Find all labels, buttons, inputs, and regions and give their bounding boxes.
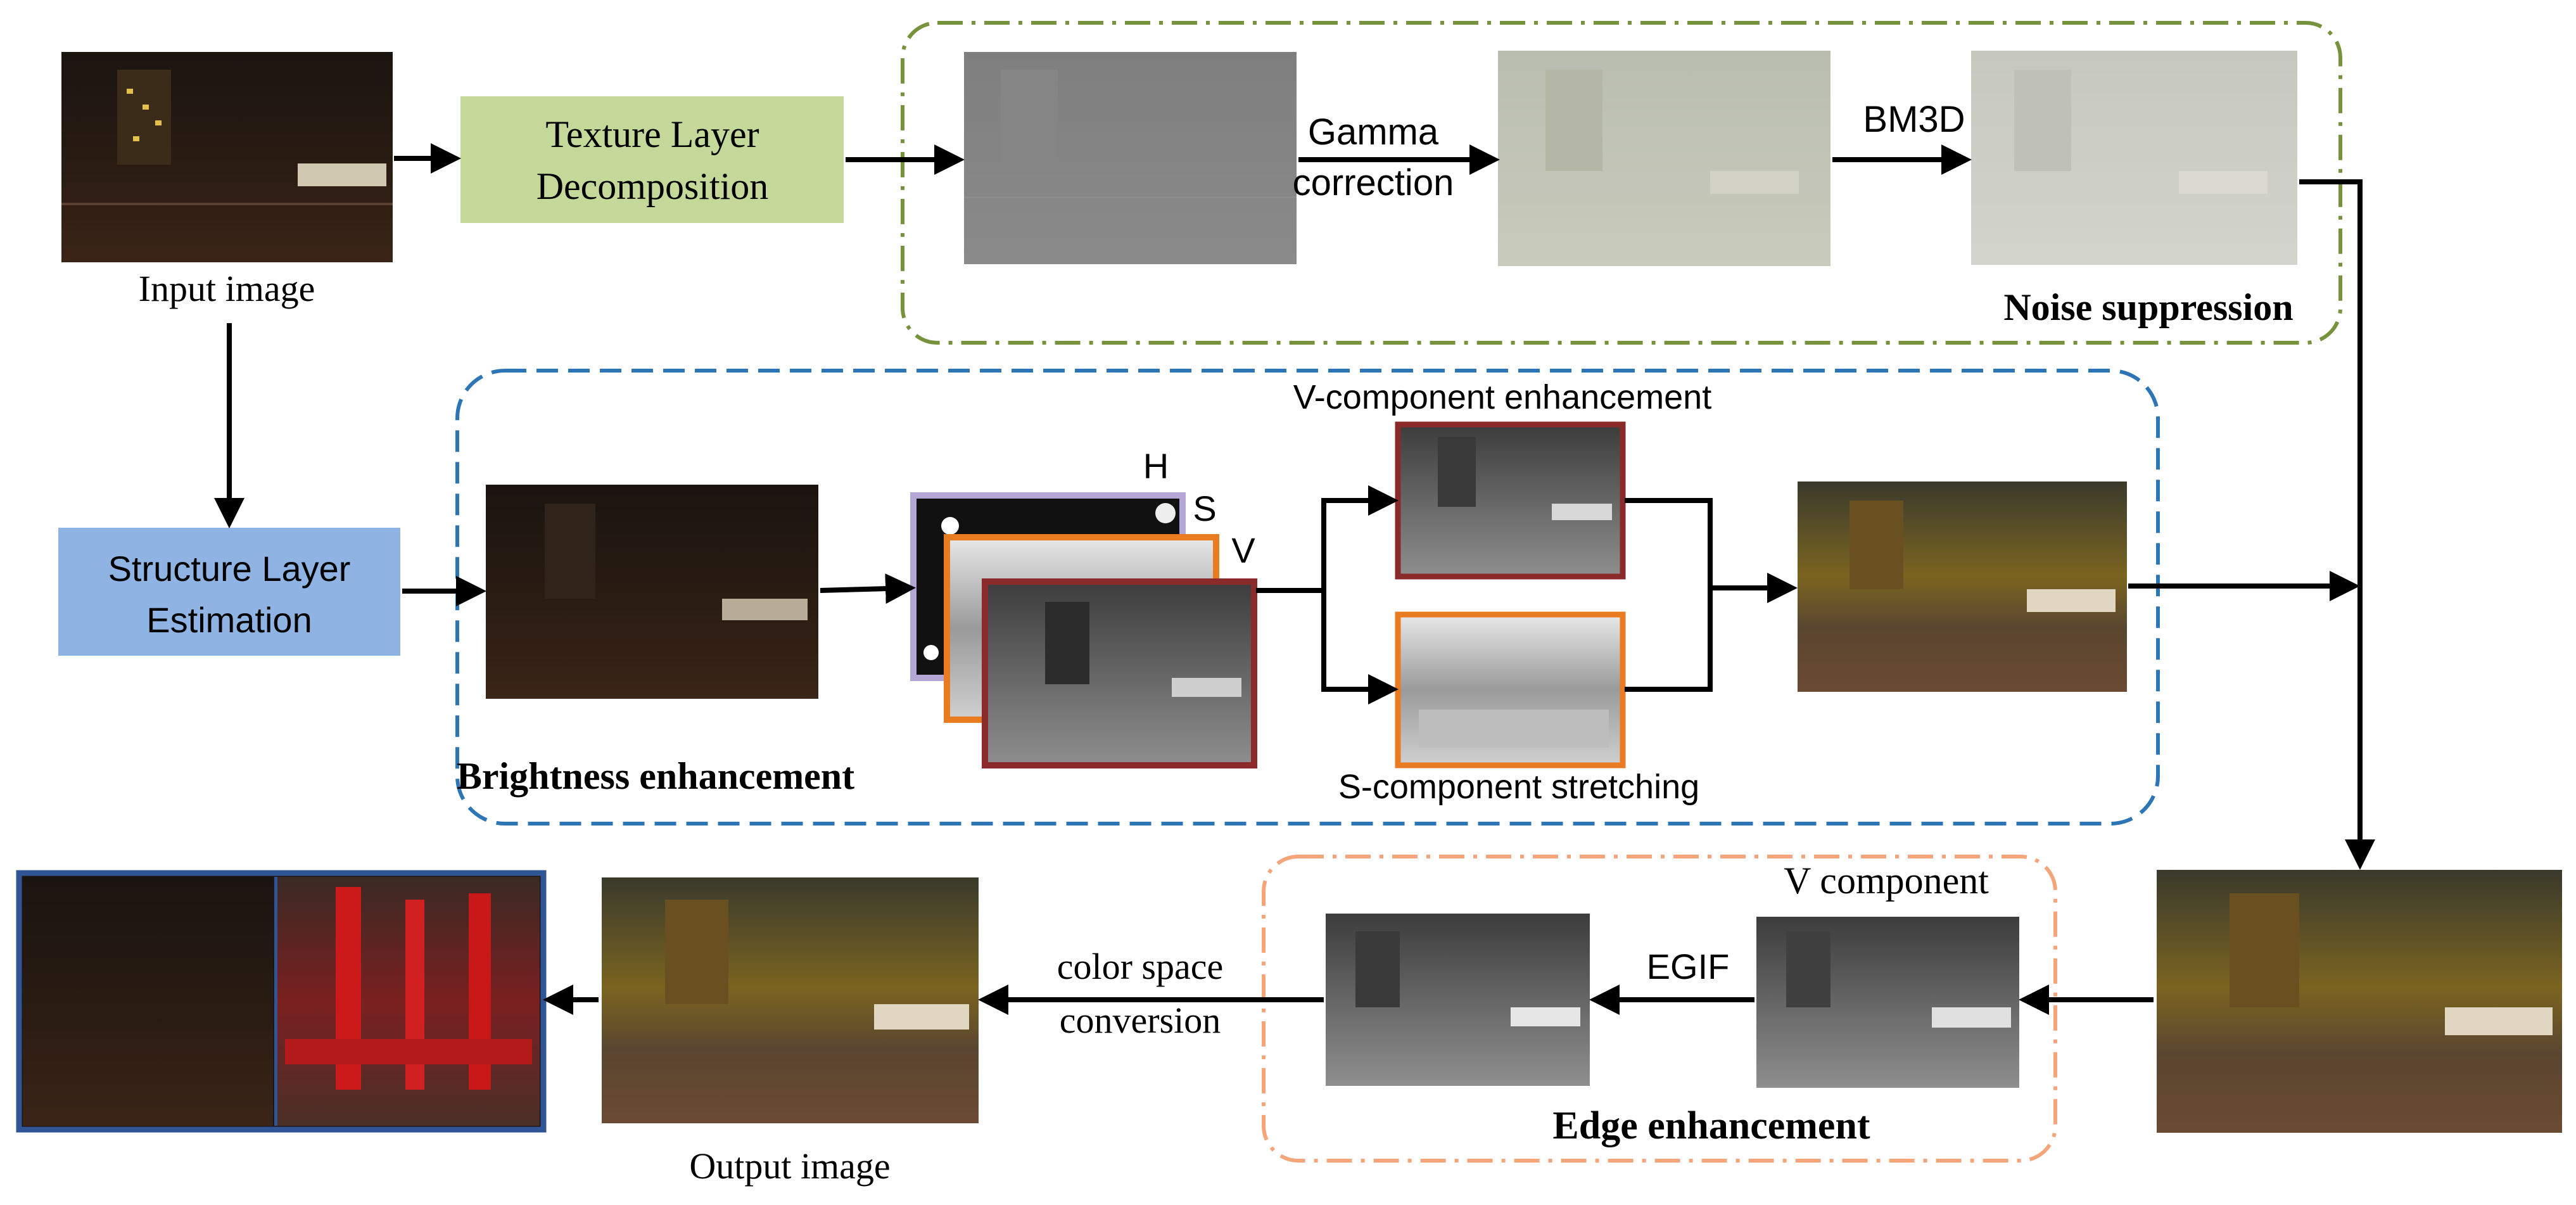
- noise-suppression-label: Noise suppression: [2003, 286, 2293, 328]
- v-component-image: [1756, 917, 2019, 1088]
- edge-enhancement-label: Edge enhancement: [1552, 1104, 1870, 1147]
- h-letter-label: H: [1143, 446, 1169, 486]
- color-space-conversion-label-line2: conversion: [1060, 1000, 1221, 1041]
- input-image-thumb: [61, 52, 393, 262]
- output-image: [602, 877, 979, 1123]
- brightness-enhanced-image: [1798, 481, 2127, 692]
- texture-layer-box: [460, 96, 844, 223]
- comparison-result-image: [16, 870, 547, 1133]
- fused-image: [2157, 870, 2562, 1133]
- s-letter-label: S: [1193, 488, 1216, 528]
- arrow-v-merge: [1625, 498, 1713, 588]
- v-enhanced-image: [1395, 421, 1626, 580]
- arrows: [214, 143, 2375, 1015]
- s-stretched-image: [1395, 611, 1626, 768]
- brightness-enhancement-label: Brightness enhancement: [457, 755, 854, 797]
- bm3d-denoised-image: [1971, 51, 2297, 265]
- bm3d-label: BM3D: [1863, 99, 1965, 140]
- output-image-label: Output image: [689, 1145, 890, 1187]
- v-letter-label: V: [1231, 530, 1255, 570]
- egif-enhanced-image: [1326, 914, 1590, 1086]
- arrow-s-merge: [1625, 588, 1713, 692]
- arrow-hsv-to-v-enhance: [1256, 485, 1399, 593]
- gamma-corrected-image: [1498, 51, 1830, 266]
- egif-label: EGIF: [1647, 947, 1730, 986]
- gamma-correction-label-line1: Gamma: [1308, 112, 1439, 153]
- v-component-label: V component: [1784, 860, 1989, 902]
- structure-layer-label-line2: Estimation: [146, 600, 312, 640]
- structure-layer-box: [58, 528, 400, 656]
- gamma-correction-label-line2: correction: [1293, 162, 1454, 203]
- texture-layer-label-line2: Decomposition: [536, 165, 769, 207]
- texture-layer-label-line1: Texture Layer: [545, 113, 759, 155]
- arrow-hsv-to-s-stretch: [1321, 590, 1399, 705]
- v-component-enhancement-label: V-component enhancement: [1293, 378, 1711, 416]
- arrow-image-to-hsv: [820, 573, 916, 604]
- edge-enhancement-group: [1262, 855, 2057, 1163]
- v-channel-image: [982, 578, 1257, 768]
- s-component-stretching-label: S-component stretching: [1338, 768, 1699, 806]
- structure-layer-image: [486, 485, 818, 699]
- input-image-label: Input image: [139, 268, 315, 309]
- structure-layer-label-line1: Structure Layer: [108, 549, 351, 589]
- color-space-conversion-label-line1: color space: [1057, 946, 1223, 987]
- arrow-noise-to-fusion: [2299, 179, 2375, 870]
- texture-layer-image: [964, 52, 1297, 264]
